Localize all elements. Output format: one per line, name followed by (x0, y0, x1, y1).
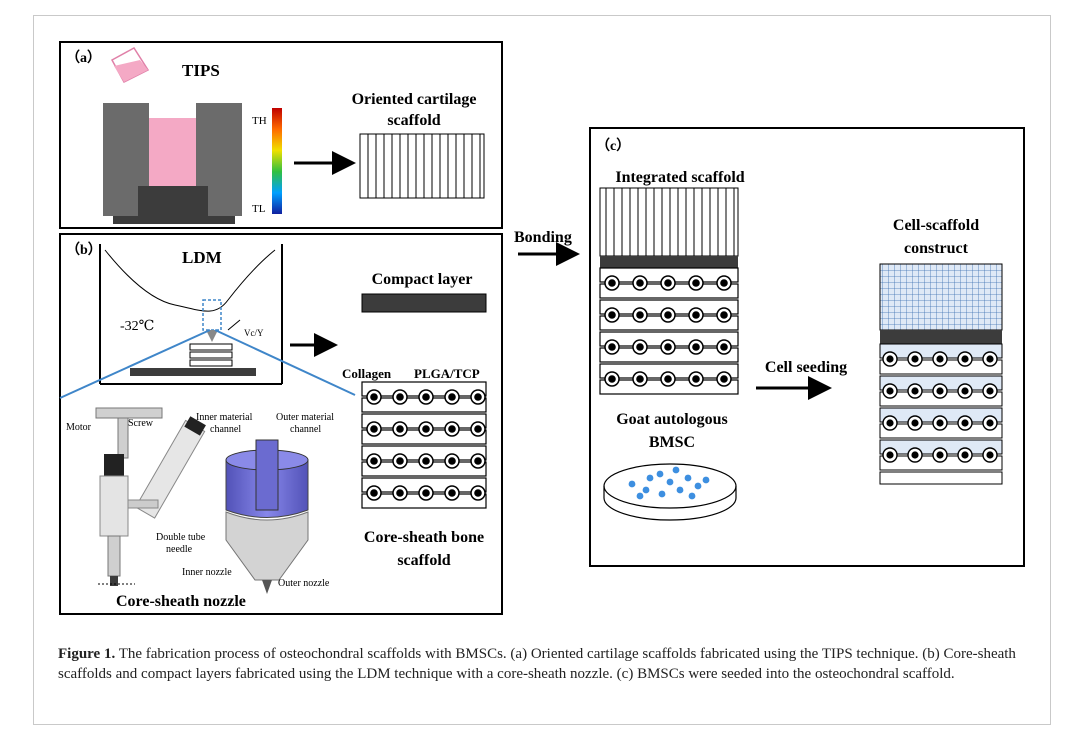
inner-channel-label-2: channel (210, 424, 241, 435)
bonding-label: Bonding (514, 229, 572, 246)
motor-label: Motor (66, 422, 92, 433)
panel-c-border (589, 127, 1025, 567)
cell-scaffold-construct (879, 263, 1003, 485)
inner-channel-label-1: Inner material (196, 412, 253, 423)
panel-a: （a） TIPS TH TL Oriented cartilage scaffo… (59, 41, 503, 229)
nozzle-cutaway-drawing (225, 439, 309, 594)
zoom-line-right (214, 329, 356, 396)
caption-text: The fabrication process of osteochondral… (58, 646, 1016, 682)
nozzle-title: Core-sheath nozzle (116, 593, 246, 610)
plga-tcp-label: PLGA/TCP (414, 366, 480, 381)
panel-b: （b） LDM -32℃ Vc/Y Compact layer Collagen… (59, 233, 503, 615)
zoom-line-left (59, 329, 211, 399)
tips-mold (103, 103, 242, 224)
screw-label: Screw (128, 418, 154, 429)
panel-a-label: （a） (66, 50, 101, 66)
double-tube-label-2: needle (166, 544, 193, 555)
panel-c-label: （c） (596, 138, 630, 154)
figure-frame (33, 15, 1051, 725)
temperature-gradient-bar (272, 108, 282, 214)
integrated-scaffold-title: Integrated scaffold (615, 169, 744, 186)
collagen-label: Collagen (342, 366, 392, 381)
outer-channel-label-2: channel (290, 424, 321, 435)
panel-b-label: （b） (66, 242, 102, 258)
ldm-title: LDM (182, 248, 222, 267)
figure-caption: Figure 1. The fabrication process of ost… (58, 644, 1028, 684)
double-tube-label-1: Double tube (156, 532, 206, 543)
oriented-scaffold (359, 133, 485, 199)
core-sheath-bone-scaffold (361, 381, 487, 509)
panel-a-border (59, 41, 503, 229)
oriented-scaffold-title-1: Oriented cartilage (352, 91, 477, 108)
temp-high-label: TH (252, 115, 267, 127)
inner-nozzle-label: Inner nozzle (182, 567, 232, 578)
nozzle-assembly-drawing (95, 407, 206, 586)
panel-c: （c） Integrated scaffold Goat autologous … (589, 127, 1025, 567)
caption-figure-label: Figure 1. (58, 646, 116, 662)
panel-b-border (59, 233, 503, 615)
outer-nozzle-label: Outer nozzle (278, 578, 330, 589)
goat-bmsc-title-1: Goat autologous (616, 411, 728, 428)
oriented-scaffold-title-2: scaffold (387, 112, 440, 129)
compact-layer-block (361, 293, 487, 313)
velocity-label: Vc/Y (244, 328, 264, 338)
temperature-label: -32℃ (120, 319, 154, 334)
goat-bmsc-title-2: BMSC (649, 434, 695, 451)
outer-channel-label-1: Outer material (276, 412, 334, 423)
pouring-beaker-icon (110, 47, 150, 83)
construct-title-2: construct (904, 240, 969, 257)
tips-title: TIPS (182, 61, 220, 80)
temp-low-label: TL (252, 203, 266, 215)
construct-title-1: Cell-scaffold (893, 217, 979, 234)
bone-scaffold-title-2: scaffold (397, 552, 450, 569)
petri-dish-icon (603, 463, 737, 521)
bone-scaffold-title-1: Core-sheath bone (364, 529, 484, 546)
compact-layer-title: Compact layer (372, 271, 473, 288)
integrated-scaffold (599, 187, 739, 395)
cell-seeding-label: Cell seeding (765, 359, 847, 376)
